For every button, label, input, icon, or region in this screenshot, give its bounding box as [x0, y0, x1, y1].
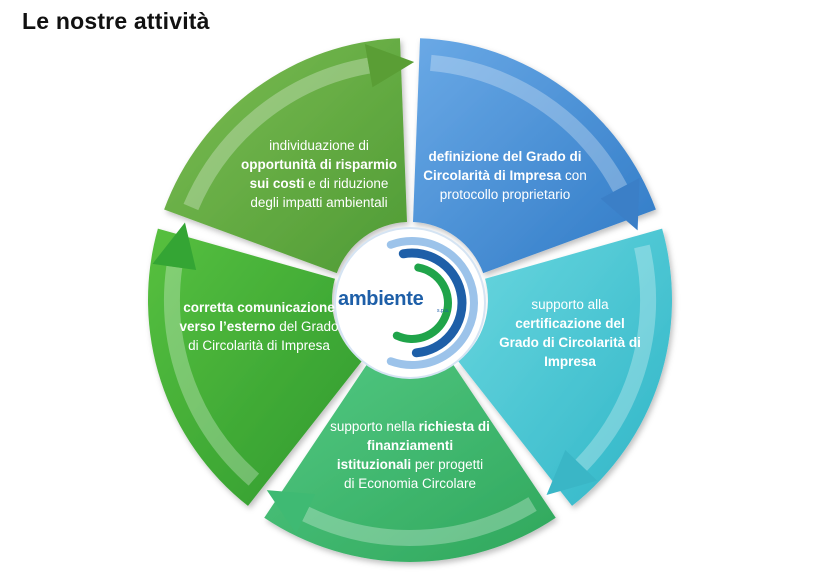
- segment-text-certification-support: supporto alla certificazione del Grado d…: [495, 295, 645, 371]
- logo-wordmark: ambiente: [338, 288, 424, 310]
- segment-text-run: e di riduzione degli impatti ambientali: [250, 176, 389, 210]
- cycle-arrow-band: [430, 54, 628, 193]
- cycle-arrow-band: [302, 497, 537, 546]
- cycle-arrow-head-icon: [266, 490, 316, 534]
- segment-text-external-communication: corretta comunicazione verso l’esterno d…: [176, 298, 342, 355]
- segment-text-run: opportunità di risparmio sui costi: [240, 157, 397, 191]
- segment-text-circularity-definition: definizione del Grado di Circolarità di …: [419, 147, 591, 204]
- segment-text-cost-savings: individuazione di opportunità di risparm…: [234, 136, 404, 212]
- segment-text-run: corretta comunicazione verso l’esterno: [179, 300, 335, 334]
- cycle-arrow-head-icon: [600, 177, 640, 231]
- cycle-arrow-head-icon: [364, 43, 415, 88]
- segment-circularity-definition: [412, 38, 656, 274]
- segment-text-run: per progetti di Economia Circolare: [343, 457, 484, 491]
- segment-text-run: richiesta di finanziamenti istituzionali: [336, 419, 490, 472]
- cycle-arrow-head-icon: [152, 222, 197, 270]
- cycle-arrow-head-icon: [546, 450, 598, 495]
- cycle-arrow-band: [575, 244, 656, 471]
- segment-text-run: certificazione del Grado di Circolarità …: [499, 316, 641, 369]
- segment-funding-support: [264, 364, 556, 562]
- ambiente-logo: [334, 227, 486, 379]
- page-title: Le nostre attività: [22, 8, 210, 34]
- segment-cost-savings: [164, 38, 408, 274]
- segment-text-funding-support: supporto nella richiesta di finanziament…: [330, 417, 490, 493]
- logo-suffix: s.p.a.: [437, 308, 450, 314]
- segment-text-run: supporto alla: [531, 297, 609, 312]
- segment-text-run: individuazione di: [269, 138, 369, 153]
- segment-external-communication: [148, 228, 362, 506]
- segment-text-run: supporto nella: [330, 419, 419, 434]
- cycle-arrow-band: [164, 265, 260, 486]
- segment-certification-support: [458, 228, 673, 506]
- segment-text-run: con protocollo proprietario: [439, 168, 587, 202]
- cycle-arrow-band: [183, 57, 371, 211]
- segment-text-run: definizione del Grado di Circolarità di …: [423, 149, 582, 183]
- segment-text-run: del Grado di Circolarità di Impresa: [188, 319, 339, 353]
